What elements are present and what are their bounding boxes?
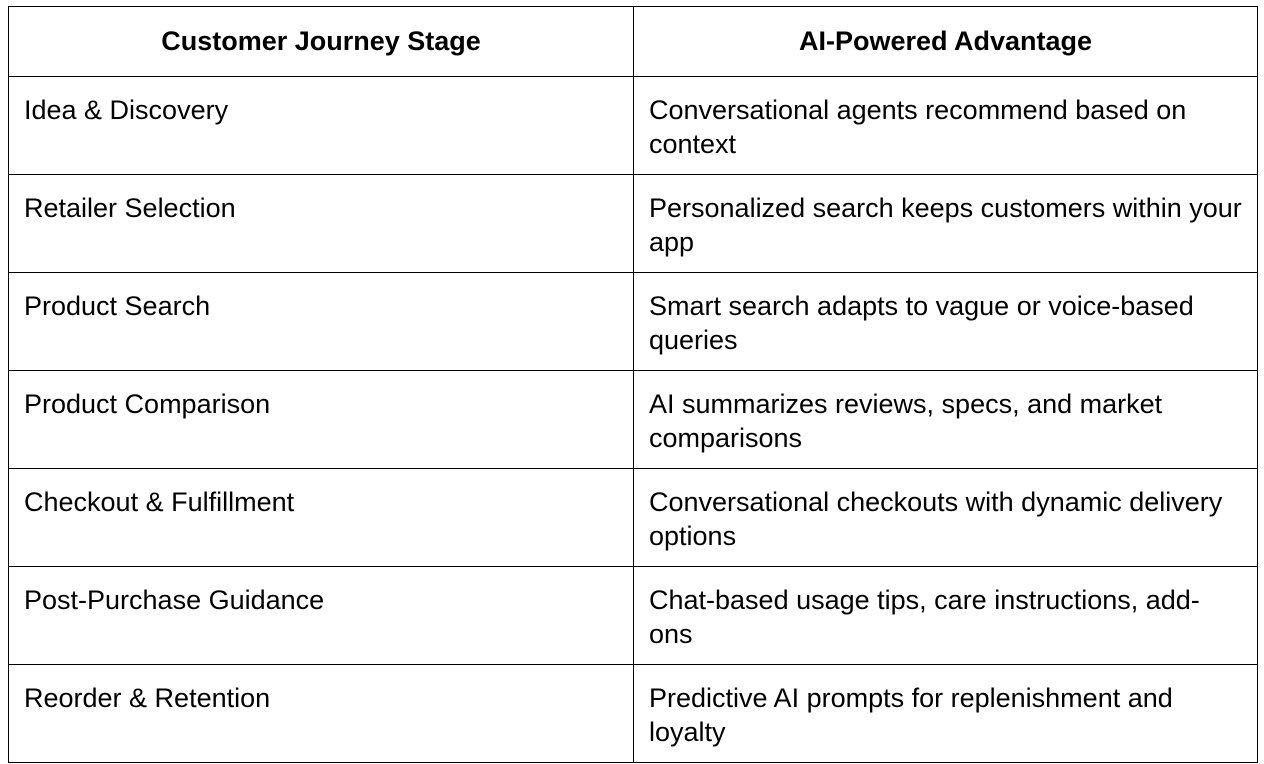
header-advantage: AI-Powered Advantage bbox=[633, 6, 1258, 77]
advantage-cell: Smart search adapts to vague or voice-ba… bbox=[633, 272, 1258, 371]
table-row: Product Comparison AI summarizes reviews… bbox=[8, 370, 1258, 469]
stage-cell: Reorder & Retention bbox=[8, 664, 634, 763]
stage-cell: Product Comparison bbox=[8, 370, 634, 469]
stage-cell: Post-Purchase Guidance bbox=[8, 566, 634, 665]
table-row: Retailer Selection Personalized search k… bbox=[8, 174, 1258, 273]
stage-cell: Checkout & Fulfillment bbox=[8, 468, 634, 567]
advantage-cell: Personalized search keeps customers with… bbox=[633, 174, 1258, 273]
header-stage: Customer Journey Stage bbox=[8, 6, 634, 77]
stage-cell: Retailer Selection bbox=[8, 174, 634, 273]
advantage-cell: Predictive AI prompts for replenishment … bbox=[633, 664, 1258, 763]
journey-advantage-table: Customer Journey Stage AI-Powered Advant… bbox=[8, 6, 1258, 763]
journey-table-container: Customer Journey Stage AI-Powered Advant… bbox=[8, 6, 1258, 763]
stage-cell: Product Search bbox=[8, 272, 634, 371]
advantage-cell: Chat-based usage tips, care instructions… bbox=[633, 566, 1258, 665]
stage-cell: Idea & Discovery bbox=[8, 76, 634, 175]
advantage-cell: AI summarizes reviews, specs, and market… bbox=[633, 370, 1258, 469]
advantage-cell: Conversational checkouts with dynamic de… bbox=[633, 468, 1258, 567]
table-row: Product Search Smart search adapts to va… bbox=[8, 272, 1258, 371]
advantage-cell: Conversational agents recommend based on… bbox=[633, 76, 1258, 175]
table-row: Idea & Discovery Conversational agents r… bbox=[8, 76, 1258, 175]
table-row: Checkout & Fulfillment Conversational ch… bbox=[8, 468, 1258, 567]
table-header-row: Customer Journey Stage AI-Powered Advant… bbox=[8, 6, 1258, 77]
table-row: Post-Purchase Guidance Chat-based usage … bbox=[8, 566, 1258, 665]
table-row: Reorder & Retention Predictive AI prompt… bbox=[8, 664, 1258, 763]
